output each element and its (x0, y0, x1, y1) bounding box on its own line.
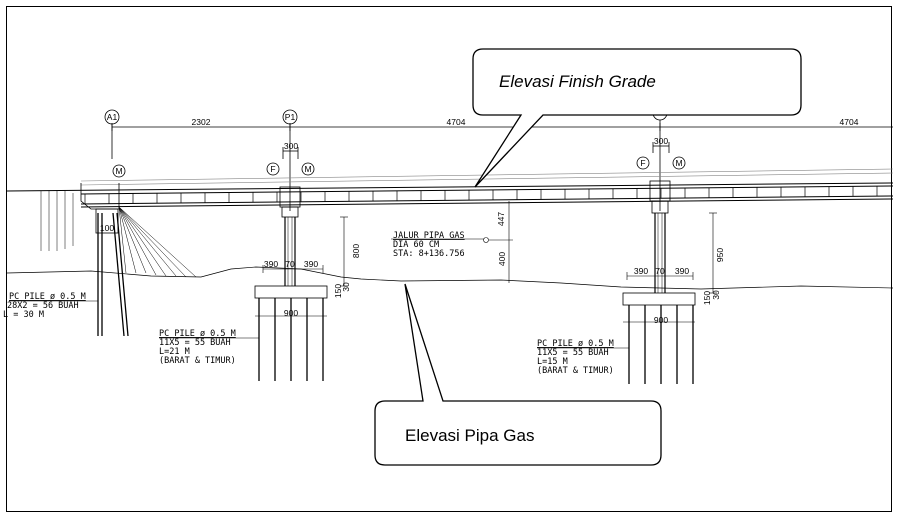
pipe-note-line3: STA: 8+136.756 (393, 249, 465, 259)
dim-pc-left-p2: 390 (634, 266, 648, 276)
dim-cap-h1-p1: 150 (333, 284, 343, 298)
abutment-piles (97, 212, 129, 337)
callout-finish-grade-text: Elevasi Finish Grade (499, 72, 656, 91)
dim-pier-width-p2: 300 (654, 136, 668, 146)
pipe-note-line1: JALUR PIPA GAS (393, 231, 465, 241)
bridge-section-drawing: A1 P1 M F M F M 2302 4704 4704 300 300 1… (3, 48, 894, 466)
dim-pipe-clear-top: 447 (496, 212, 506, 226)
pier-p2-dimensions (623, 212, 717, 323)
marker-m-p1 (301, 162, 315, 176)
marker-label-m-p1: M (304, 164, 311, 174)
p1-pile-note-line1: PC PILE ø 0.5 M (159, 329, 236, 339)
marker-f-p1 (266, 162, 280, 176)
abutment-a1 (40, 183, 120, 251)
p2-pile-note-line4: (BARAT & TIMUR) (537, 366, 614, 376)
marker-f-p2 (636, 156, 650, 170)
dim-pc-left-p1: 390 (264, 259, 278, 269)
dim-pier-width-p1: 300 (284, 141, 298, 151)
dim-pc-mid-p1: 70 (285, 259, 295, 269)
marker-label-m-p2: M (675, 158, 682, 168)
pier-p1 (254, 186, 328, 381)
dim-abut-width: 100 (100, 223, 114, 233)
dim-cap-h2-p1: 30 (341, 282, 351, 292)
abut-pile-note-line2: 28X2 = 56 BUAH (7, 301, 79, 311)
drawing-frame: A1 P1 M F M F M 2302 4704 4704 300 300 1… (3, 6, 894, 512)
abut-pile-note-line1: PC PILE ø 0.5 M (9, 292, 86, 302)
callout-finish-grade (472, 48, 802, 188)
dim-span-p2-next: 4704 (840, 117, 859, 127)
dim-pipe-clear-bottom: 400 (497, 252, 507, 266)
dim-span-a1-p1: 2302 (192, 117, 211, 127)
callout-gas-pipe (374, 283, 662, 466)
girder-segments (84, 186, 878, 204)
dim-pc-mid-p2: 70 (655, 266, 665, 276)
dim-pc-right-p2: 390 (675, 266, 689, 276)
p2-pile-note-line1: PC PILE ø 0.5 M (537, 339, 614, 349)
ground-line (6, 266, 894, 290)
abutment-fan-lines (118, 206, 197, 278)
dim-cap-h2-p2: 30 (711, 290, 721, 300)
callout-gas-pipe-text: Elevasi Pipa Gas (405, 426, 534, 445)
marker-label-m-a1: M (115, 166, 122, 176)
pier-p2 (622, 180, 696, 384)
p2-pile-note-line2: 11X5 = 55 BUAH (537, 348, 609, 358)
dim-pc-right-p1: 390 (304, 259, 318, 269)
p1-pile-note-line3: L=21 M (159, 347, 190, 357)
marker-label-f-p1: F (270, 164, 275, 174)
dim-pier-height-p1: 800 (351, 244, 361, 258)
pipe-note-line2: DIA 60 CM (393, 240, 439, 250)
dim-pier-height-p2: 950 (715, 248, 725, 262)
p1-pile-note-line4: (BARAT & TIMUR) (159, 356, 236, 366)
dim-cap-h1-p2: 150 (702, 291, 712, 305)
grid-label-p1: P1 (285, 112, 296, 122)
marker-m-p2 (672, 156, 686, 170)
p2-pile-note-line3: L=15 M (537, 357, 568, 367)
dim-footing-width-p1: 900 (284, 308, 298, 318)
gas-pipe-marker (391, 201, 513, 283)
dim-span-p1-p2: 4704 (447, 117, 466, 127)
span-dimension-line (111, 123, 893, 131)
marker-m-a1 (112, 164, 126, 178)
abut-pile-note-line3: L = 30 M (3, 310, 44, 320)
grid-label-a1: A1 (107, 112, 118, 122)
pier-p1-dimensions (255, 216, 348, 317)
bridge-deck (6, 182, 894, 208)
p1-pile-note-line2: 11X5 = 55 BUAH (159, 338, 231, 348)
dim-footing-width-p2: 900 (654, 315, 668, 325)
marker-label-f-p2: F (640, 158, 645, 168)
